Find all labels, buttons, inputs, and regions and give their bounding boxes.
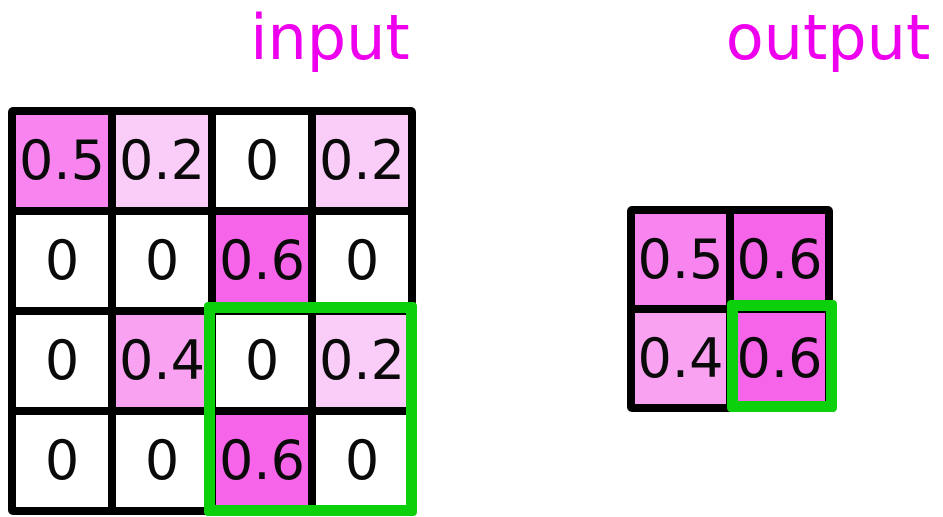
output-cell-r0c1: 0.6 xyxy=(734,214,825,305)
input-cell-r3c0: 0 xyxy=(16,415,108,507)
input-cell-r2c0: 0 xyxy=(16,315,108,407)
input-cell-r0c0: 0.5 xyxy=(16,115,108,207)
input-cell-r2c1: 0.4 xyxy=(116,315,208,407)
input-cell-r1c3: 0 xyxy=(316,215,408,307)
output-cell-r1c0: 0.4 xyxy=(635,313,726,404)
input-cell-r2c3: 0.2 xyxy=(316,315,408,407)
output-cell-r0c0: 0.5 xyxy=(635,214,726,305)
input-cell-r0c1: 0.2 xyxy=(116,115,208,207)
input-cell-r0c3: 0.2 xyxy=(316,115,408,207)
input-cell-r2c2: 0 xyxy=(216,315,308,407)
input-cell-r1c0: 0 xyxy=(16,215,108,307)
input-cell-r3c1: 0 xyxy=(116,415,208,507)
input-cell-r1c2: 0.6 xyxy=(216,215,308,307)
input-cell-r3c2: 0.6 xyxy=(216,415,308,507)
input-grid: 0.5 0.2 0 0.2 0 0 0.6 0 0 0.4 0 0.2 0 0 … xyxy=(8,107,416,515)
input-cell-r0c2: 0 xyxy=(216,115,308,207)
input-grid-title: input xyxy=(250,1,410,74)
output-grid-title: output xyxy=(725,1,931,74)
output-grid: 0.5 0.6 0.4 0.6 xyxy=(627,206,833,412)
output-cell-r1c1: 0.6 xyxy=(734,313,825,404)
input-cell-r1c1: 0 xyxy=(116,215,208,307)
input-cell-r3c3: 0 xyxy=(316,415,408,507)
